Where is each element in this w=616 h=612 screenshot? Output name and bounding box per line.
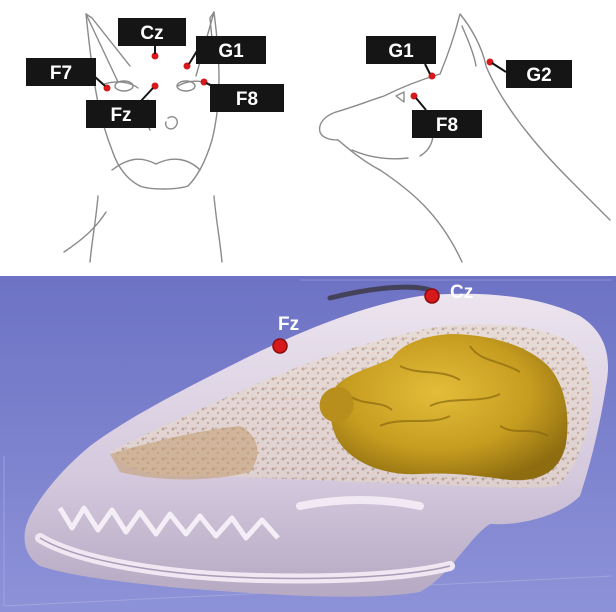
label-g2-side: G2	[506, 60, 572, 88]
ct-skull-render: Fz Cz	[0, 276, 616, 612]
dog-front-view: Cz G1 F7 F8 Fz	[26, 12, 284, 262]
dog-side-view: G1 G2 F8	[320, 14, 610, 262]
label-f7-front: F7	[26, 58, 96, 86]
svg-text:G1: G1	[388, 41, 414, 62]
label-cz-front: Cz	[118, 18, 186, 46]
svg-text:Cz: Cz	[140, 23, 163, 44]
label-f8-side: F8	[412, 110, 482, 138]
electrode-cz-ct	[425, 289, 439, 303]
label-fz-ct: Fz	[278, 314, 299, 335]
label-cz-ct: Cz	[450, 282, 473, 303]
svg-text:F7: F7	[50, 63, 72, 84]
dog-line-drawings: Cz G1 F7 F8 Fz	[0, 0, 616, 272]
label-f8-front: F8	[210, 84, 284, 112]
label-g1-front: G1	[196, 36, 266, 64]
svg-text:F8: F8	[236, 89, 258, 110]
electrode-fz-ct	[273, 339, 287, 353]
svg-text:F8: F8	[436, 115, 458, 136]
label-fz-front: Fz	[86, 100, 156, 128]
svg-text:G2: G2	[526, 65, 551, 86]
label-g1-side: G1	[366, 36, 436, 64]
svg-text:Fz: Fz	[110, 105, 131, 126]
electrode-f8-front	[201, 79, 208, 86]
svg-text:G1: G1	[218, 41, 244, 62]
